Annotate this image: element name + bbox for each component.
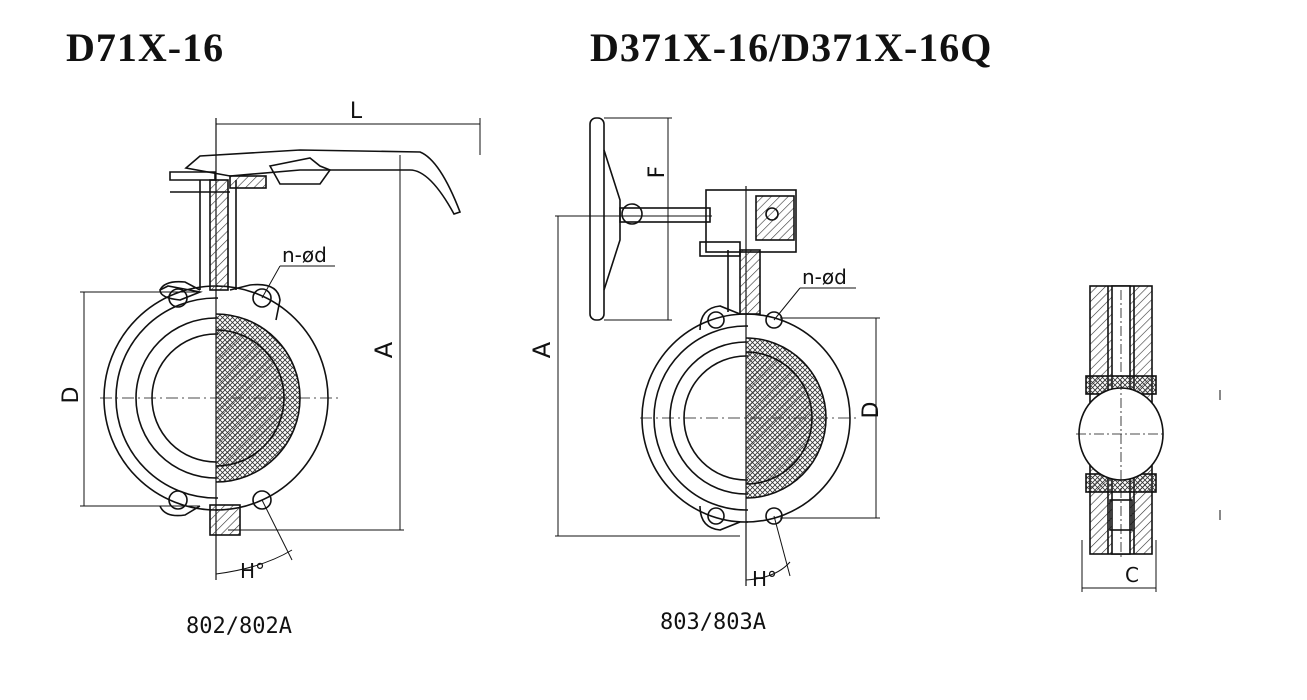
dimension-label-d-left: D (59, 387, 84, 404)
dimension-label-a-left: A (370, 341, 398, 358)
dimension-label-d-right: D (859, 402, 884, 419)
angle-label-right: H° (752, 567, 777, 591)
model-code-803: 803/803A (660, 610, 766, 635)
dimension-label-c: C (1125, 563, 1139, 587)
model-code-802: 802/802A (186, 614, 292, 639)
dimension-label-a-right: A (528, 341, 556, 358)
angle-label-left: H° (240, 559, 265, 583)
valve-803 (555, 117, 880, 586)
dimension-label-l-left: L (350, 99, 363, 124)
model-title-d71x: D71X-16 (66, 25, 225, 70)
holes-label-right: n-ød (802, 265, 847, 289)
section-detail (1076, 285, 1221, 592)
dimension-label-f: F (645, 166, 670, 179)
valve-802 (80, 118, 481, 580)
model-title-d371x: D371X-16/D371X-16Q (590, 25, 993, 70)
holes-label-left: n-ød (282, 243, 327, 267)
